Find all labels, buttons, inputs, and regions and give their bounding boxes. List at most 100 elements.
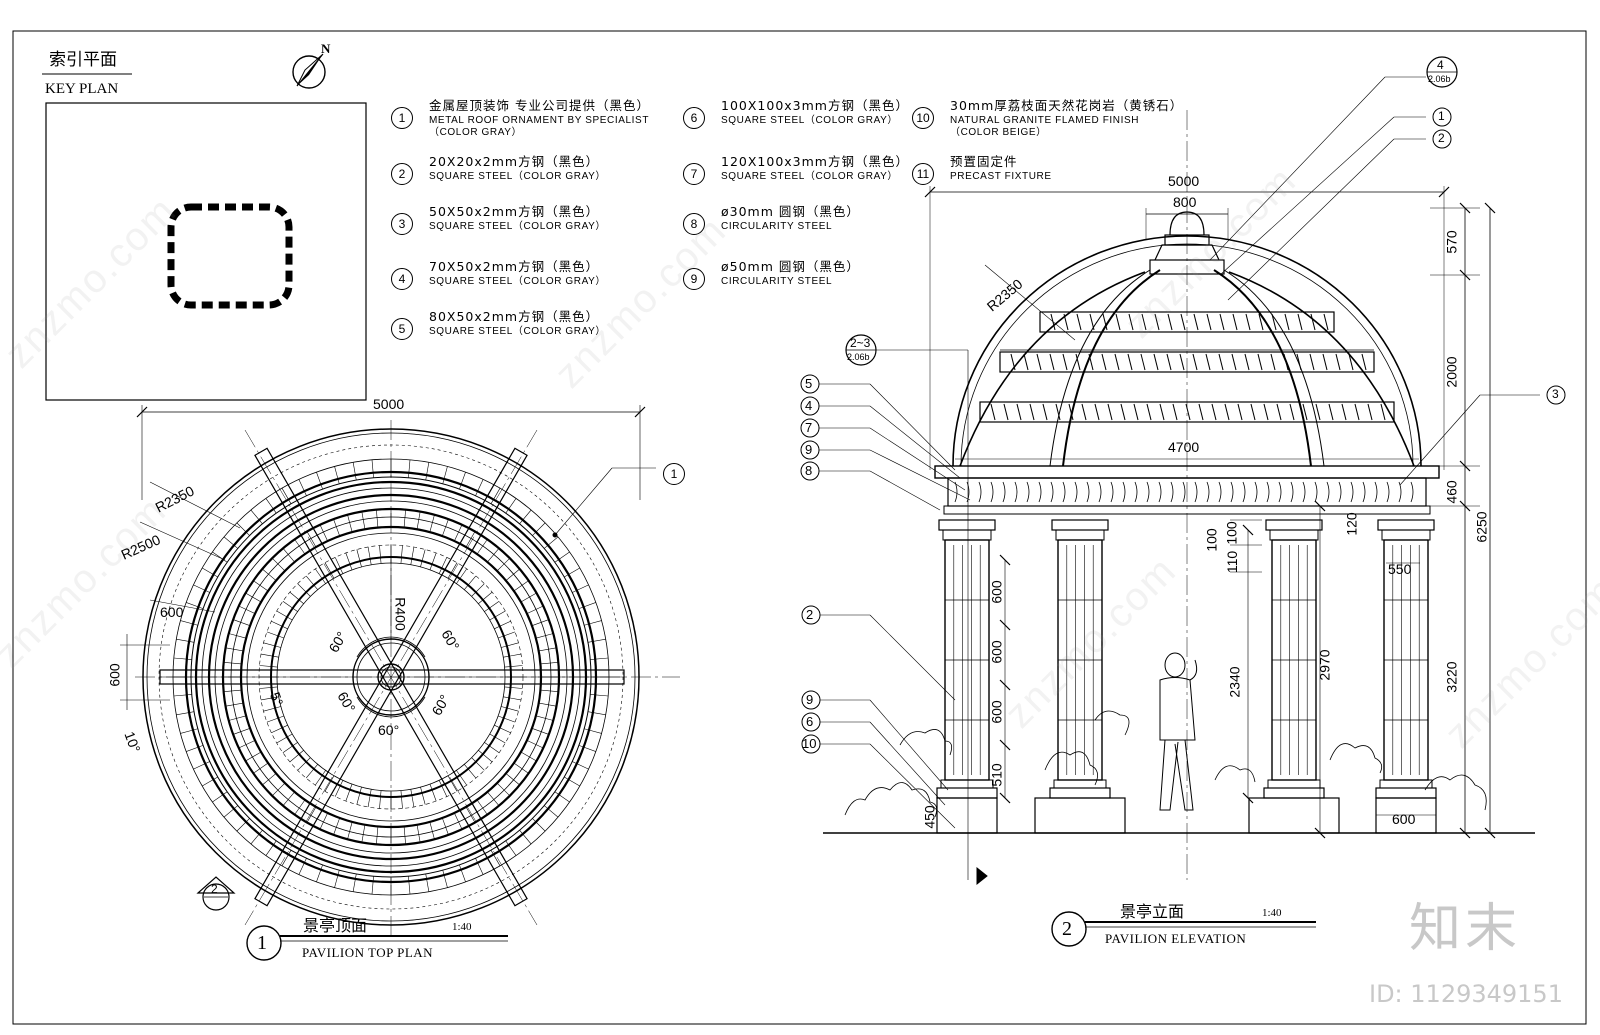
elev-dim-600-a: 600: [988, 580, 1005, 604]
top-plan-drawing: [120, 405, 680, 935]
legend-label-en: METAL ROOF ORNAMENT BY SPECIALIST: [429, 115, 650, 126]
elev-scale: 1:40: [1262, 907, 1282, 919]
legend-number: 10: [912, 107, 934, 129]
elev-dim-600-c: 600: [988, 700, 1005, 724]
elev-dim-2970: 2970: [1316, 649, 1333, 681]
elev-top-ref-sheet: 2.06b: [1428, 74, 1451, 84]
legend-label-en: CIRCULARITY STEEL: [721, 221, 833, 232]
legend-label-cn: 30mm厚荔枝面天然花岗岩（黄锈石）: [950, 98, 1184, 113]
elev-side-ref-number: 2~3: [850, 336, 871, 350]
elevation-title-frame: [1051, 911, 1316, 947]
elev-left-callout: 9: [805, 442, 813, 457]
elev-dim-3220: 3220: [1443, 661, 1460, 693]
elev-left-callout: 10: [802, 736, 817, 751]
elev-dim-top: 800: [1173, 194, 1197, 210]
legend-label-en: CIRCULARITY STEEL: [721, 276, 833, 287]
legend-label-cn: 100X100x3mm方钢（黑色）: [721, 98, 909, 113]
elev-left-callout: 2: [806, 607, 814, 622]
plan-dim-overall: 5000: [373, 396, 405, 412]
legend-number: 3: [391, 213, 413, 235]
plan-callout-1: 1: [663, 463, 685, 485]
legend-label-cn: 80X50x2mm方钢（黑色）: [429, 309, 600, 324]
elev-left-callout: 4: [805, 398, 813, 413]
legend-label-en: SQUARE STEEL（COLOR GRAY）: [429, 326, 607, 337]
plan-title-en: PAVILION TOP PLAN: [302, 945, 434, 960]
elev-title-cn: 景亭立面: [1120, 902, 1185, 921]
legend-label-cn: ø50mm 圆钢（黑色）: [721, 259, 860, 274]
plan-scale: 1:40: [452, 921, 472, 933]
legend-number: 8: [683, 213, 705, 235]
elev-dim-550: 550: [1388, 561, 1412, 577]
plan-angle-60: 60°: [378, 722, 400, 738]
key-plan-title-cn: 索引平面: [49, 50, 117, 70]
elev-dim-450: 450: [921, 805, 938, 829]
elev-dim-600-b: 600: [988, 640, 1005, 664]
elev-callout-3: 3: [1552, 387, 1559, 401]
brand-logo: 知末: [1409, 899, 1522, 959]
elev-dim-100-a: 100: [1203, 528, 1220, 552]
elev-left-callout: 6: [806, 714, 814, 729]
legend-label-en: SQUARE STEEL（COLOR GRAY）: [721, 115, 899, 126]
key-plan: [42, 73, 367, 401]
key-plan-title-en: KEY PLAN: [45, 81, 119, 97]
sheet-border: [12, 30, 1587, 1025]
elev-left-callout: 5: [805, 376, 813, 391]
elev-dim-120: 120: [1343, 512, 1360, 536]
elev-left-callout: 8: [805, 463, 813, 478]
elev-dim-460: 460: [1443, 480, 1460, 504]
legend-label-en: SQUARE STEEL（COLOR GRAY）: [429, 276, 607, 287]
legend-label-cn: 70X50x2mm方钢（黑色）: [429, 259, 600, 274]
elev-dim-600-bottom: 600: [1392, 811, 1416, 827]
legend-number: 6: [683, 107, 705, 129]
section-mark-number: 2: [211, 882, 218, 896]
legend-label-en-2: （COLOR GRAY）: [429, 127, 523, 138]
elev-side-ref-sheet: 2.06b: [847, 352, 870, 362]
elev-left-callout: 9: [806, 692, 814, 707]
elev-callout-1: 1: [1438, 109, 1445, 123]
legend-number: 5: [391, 318, 413, 340]
elev-dim-110: 110: [1224, 550, 1241, 574]
legend-label-en-2: （COLOR BEIGE）: [950, 127, 1047, 138]
plan-dim-600-a: 600: [160, 604, 184, 620]
legend-label-en: NATURAL GRANITE FLAMED FINISH: [950, 115, 1140, 126]
legend-label-en: PRECAST FIXTURE: [950, 171, 1052, 182]
legend-number: 1: [391, 107, 413, 129]
legend-number: 9: [683, 268, 705, 290]
brand-id: ID: 1129349151: [1369, 980, 1563, 1008]
plan-title-cn: 景亭顶面: [303, 916, 368, 935]
elev-dim-2000: 2000: [1443, 356, 1460, 388]
elev-left-callout: 7: [805, 420, 813, 435]
elev-top-ref-number: 4: [1437, 58, 1444, 72]
north-label: N: [321, 41, 331, 56]
legend-label-cn: 50X50x2mm方钢（黑色）: [429, 204, 600, 219]
plan-dim-600-b: 600: [106, 663, 123, 687]
legend-label-cn: ø30mm 圆钢（黑色）: [721, 204, 860, 219]
legend-number: 7: [683, 163, 705, 185]
elevation-drawing: [800, 56, 1566, 886]
elev-title-en: PAVILION ELEVATION: [1105, 931, 1247, 946]
legend-label-cn: 20X20x2mm方钢（黑色）: [429, 154, 600, 169]
elev-callout-2: 2: [1438, 131, 1445, 145]
legend-label-cn: 预置固定件: [950, 154, 1018, 169]
elev-dim-overall: 5000: [1168, 173, 1200, 189]
elev-dim-6250: 6250: [1473, 511, 1490, 543]
legend-number: 2: [391, 163, 413, 185]
elev-dim-510: 510: [988, 763, 1005, 787]
legend-number: 11: [912, 163, 934, 185]
plan-dim-r400: R400: [392, 597, 409, 631]
elev-dim-2340: 2340: [1226, 666, 1243, 698]
north-arrow-icon: [292, 53, 326, 89]
legend-label-cn: 120X100x3mm方钢（黑色）: [721, 154, 909, 169]
legend-label-en: SQUARE STEEL（COLOR GRAY）: [721, 171, 899, 182]
plan-number: 1: [257, 932, 267, 954]
elev-dim-4700: 4700: [1168, 439, 1200, 455]
legend-label-en: SQUARE STEEL（COLOR GRAY）: [429, 221, 607, 232]
legend-label-cn: 金属屋顶装饰 专业公司提供（黑色）: [429, 98, 650, 113]
legend-label-en: SQUARE STEEL（COLOR GRAY）: [429, 171, 607, 182]
elev-dim-100-b: 100: [1223, 521, 1240, 545]
plan-title-frame: [246, 925, 508, 961]
elev-number: 2: [1062, 918, 1072, 940]
elev-dim-570: 570: [1443, 230, 1460, 254]
